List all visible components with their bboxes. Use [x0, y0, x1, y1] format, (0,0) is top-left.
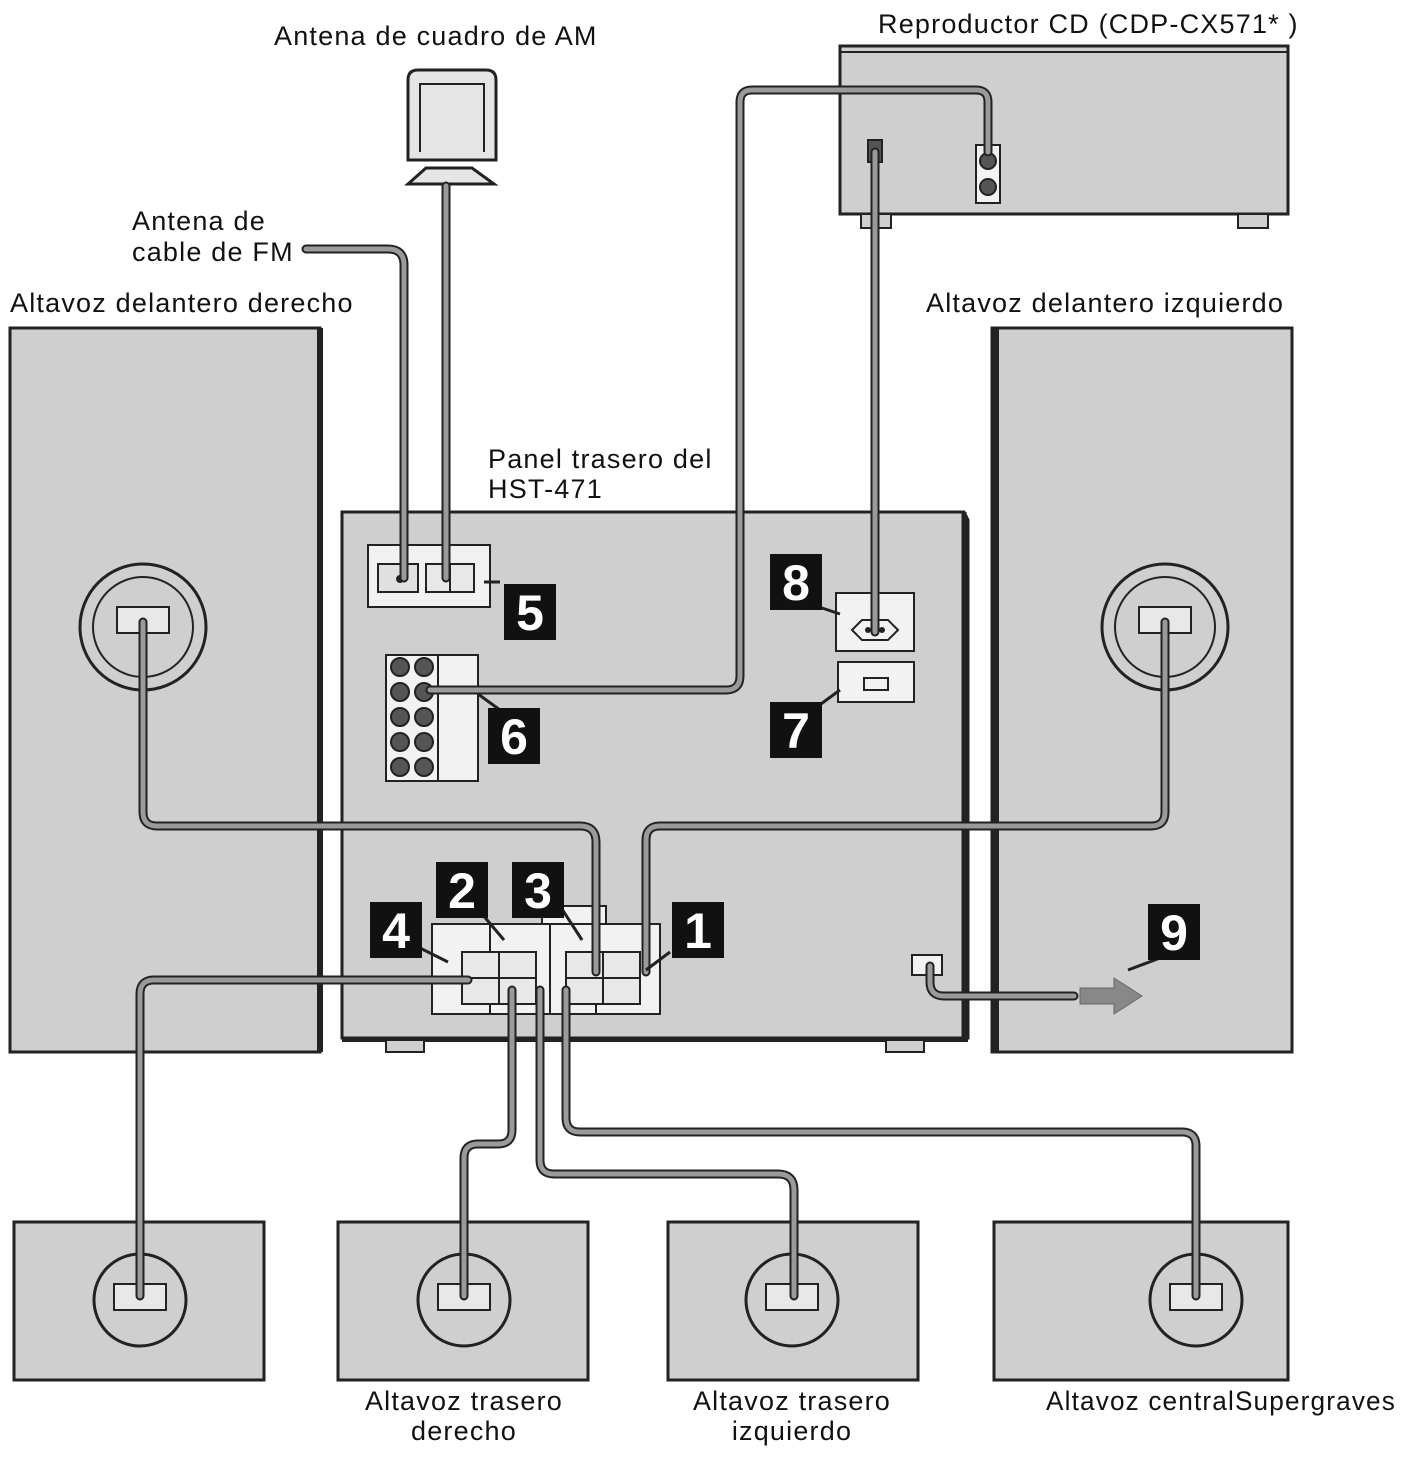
callout-2-text: 2: [448, 863, 476, 919]
callout-4: 4: [370, 902, 422, 959]
fm-antenna-label-line2: cable de FM: [132, 237, 294, 267]
front-right-speaker: [8, 326, 323, 1054]
rear-right-label-line1: Altavoz trasero: [365, 1386, 563, 1416]
subwoofer-speaker: [992, 1220, 1290, 1382]
cd-player-label: Reproductor CD (CDP-CX571* ): [878, 9, 1299, 39]
front-left-label: Altavoz delantero izquierdo: [926, 288, 1284, 318]
rear-right-label-line2: derecho: [411, 1416, 517, 1446]
callout-5: 5: [504, 584, 556, 641]
callout-4-text: 4: [382, 903, 410, 959]
callout-3: 3: [512, 862, 564, 919]
callout-8-text: 8: [782, 555, 810, 611]
callout-3-text: 3: [524, 863, 552, 919]
audio-input-jacks: [385, 654, 479, 782]
cables: [135, 85, 1201, 1301]
rear-left-label-line2: izquierdo: [732, 1416, 852, 1446]
callout-7-text: 7: [782, 703, 810, 759]
fm-antenna-label-line1: Antena de: [132, 206, 266, 236]
am-loop-antenna-icon: [404, 68, 499, 186]
callout-5-text: 5: [516, 585, 544, 641]
callout-7: 7: [770, 702, 822, 759]
rear-left-label-line1: Altavoz trasero: [693, 1386, 891, 1416]
power-arrow-icon: [1079, 977, 1143, 1015]
front-right-label: Altavoz delantero derecho: [10, 288, 354, 318]
front-left-speaker: [990, 326, 1294, 1054]
callout-2: 2: [436, 862, 488, 919]
am-antenna-label: Antena de cuadro de AM: [274, 21, 598, 51]
callout-9: 9: [1148, 904, 1200, 961]
callout-6-text: 6: [500, 709, 528, 765]
callout-9-text: 9: [1160, 905, 1188, 961]
cd-player: [838, 44, 1290, 229]
callout-1: 1: [672, 902, 724, 959]
callout-8: 8: [770, 554, 822, 611]
center-sub-label: Altavoz centralSupergraves: [1046, 1386, 1396, 1416]
callout-6: 6: [488, 708, 540, 765]
panel-label-line1: Panel trasero del: [488, 444, 713, 474]
panel-label-line2: HST-471: [488, 474, 603, 504]
callout-1-text: 1: [684, 903, 712, 959]
